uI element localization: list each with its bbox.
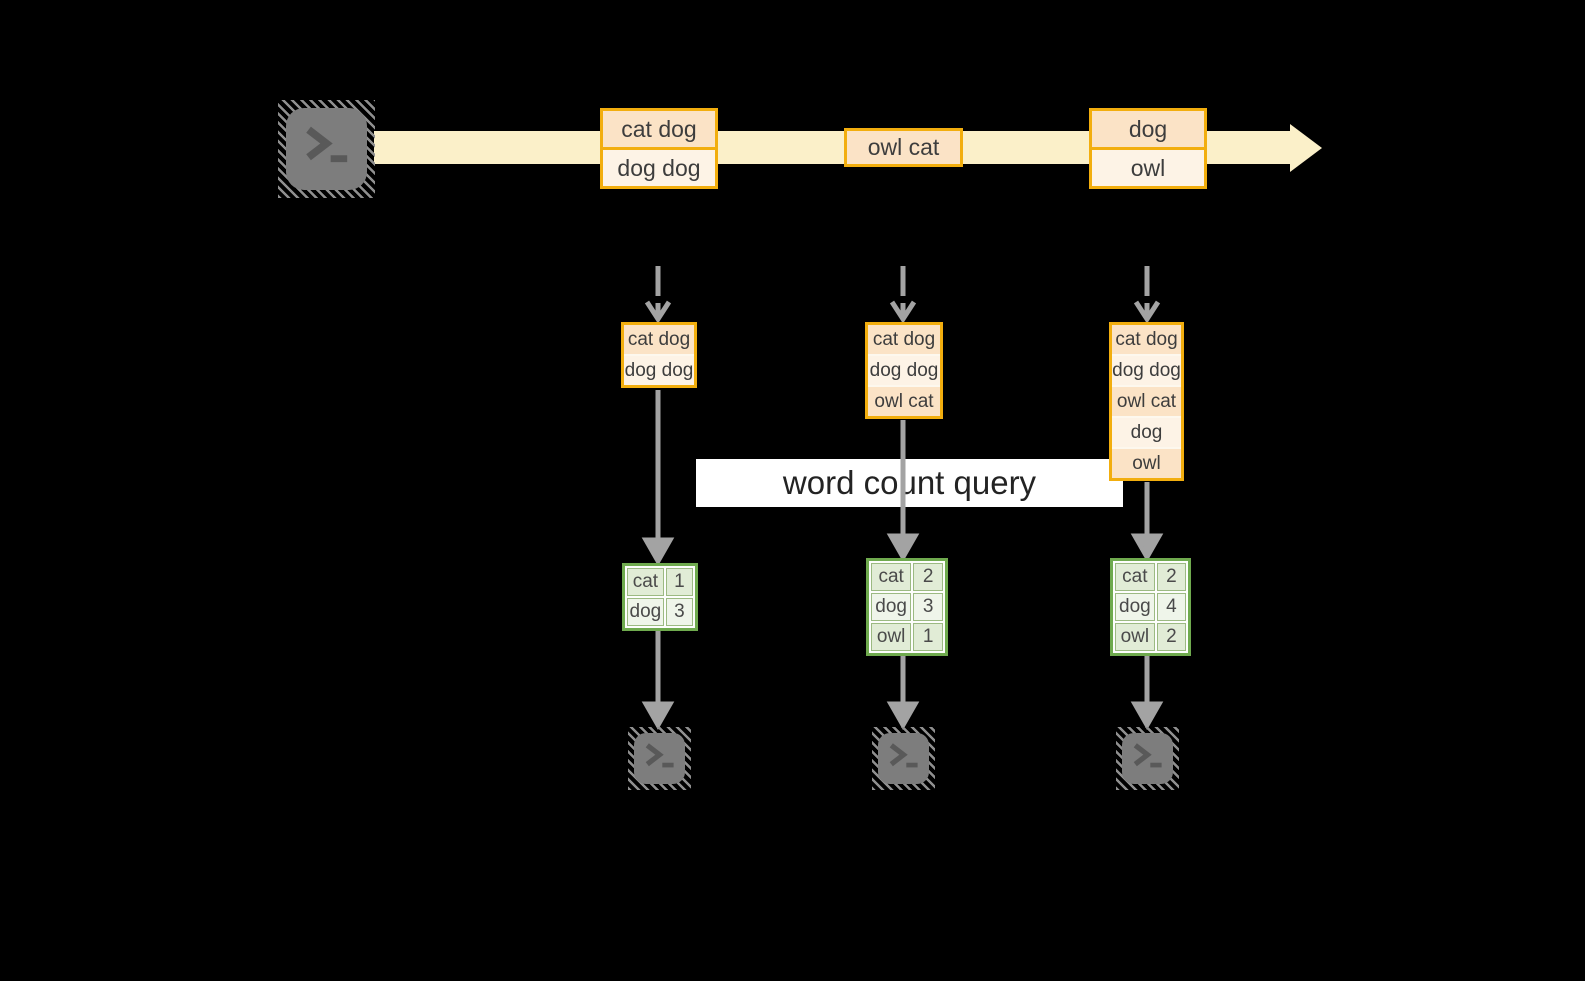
state-line: dog dog xyxy=(868,354,940,385)
batch-line: dog dog xyxy=(603,147,715,186)
count-cell: 3 xyxy=(665,598,693,626)
table-row: dog 3 xyxy=(627,598,693,626)
trigger-arrow-3 xyxy=(1133,266,1161,324)
batch-line: owl cat xyxy=(847,131,960,164)
table-row: cat 2 xyxy=(871,563,943,591)
batch-line: owl xyxy=(1092,147,1204,186)
word-cell: dog xyxy=(627,598,664,626)
word-cell: cat xyxy=(627,568,664,596)
sink-terminal-icon-1 xyxy=(628,727,691,790)
terminal-body xyxy=(1122,733,1173,784)
word-cell: dog xyxy=(871,593,912,621)
word-cell: owl xyxy=(1115,623,1155,651)
result-to-sink-arrow-1 xyxy=(641,630,675,731)
state-box-3: cat dog dog dog owl cat dog owl xyxy=(1109,322,1184,481)
count-cell: 1 xyxy=(665,568,693,596)
terminal-prompt-icon xyxy=(306,126,348,163)
trigger-arrow-2 xyxy=(889,266,917,324)
word-cell: dog xyxy=(1115,593,1155,621)
result-table-3: cat 2 dog 4 owl 2 xyxy=(1110,558,1191,656)
word-cell: cat xyxy=(1115,563,1155,591)
state-line: dog xyxy=(1112,416,1181,447)
state-line: cat dog xyxy=(1112,325,1181,354)
state-to-result-arrow-1 xyxy=(641,390,675,567)
batch-line: cat dog xyxy=(603,111,715,147)
terminal-body xyxy=(634,733,685,784)
state-line: owl cat xyxy=(1112,385,1181,416)
sink-terminal-icon-2 xyxy=(872,727,935,790)
table-row: dog 3 xyxy=(871,593,943,621)
state-line: dog dog xyxy=(1112,354,1181,385)
terminal-body xyxy=(878,733,929,784)
result-to-sink-arrow-3 xyxy=(1130,655,1164,731)
terminal-prompt-icon xyxy=(1133,743,1162,768)
query-band: word count query xyxy=(696,459,1123,507)
result-to-sink-arrow-2 xyxy=(886,655,920,731)
terminal-prompt-icon xyxy=(645,743,674,768)
stream-batch-1: cat dog dog dog xyxy=(600,108,718,189)
count-cell: 1 xyxy=(913,623,943,651)
state-box-1: cat dog dog dog xyxy=(621,322,697,388)
terminal-prompt-icon xyxy=(889,743,918,768)
result-table-2: cat 2 dog 3 owl 1 xyxy=(866,558,948,656)
word-cell: owl xyxy=(871,623,912,651)
sink-terminal-icon-3 xyxy=(1116,727,1179,790)
query-label: word count query xyxy=(782,464,1037,501)
state-line: owl xyxy=(1112,447,1181,478)
word-cell: cat xyxy=(871,563,912,591)
table-row: dog 4 xyxy=(1115,593,1186,621)
count-cell: 3 xyxy=(913,593,943,621)
state-line: cat dog xyxy=(868,325,940,354)
stream-batch-2: owl cat xyxy=(844,128,963,167)
source-terminal-icon xyxy=(278,100,375,198)
batch-line: dog xyxy=(1092,111,1204,147)
state-line: dog dog xyxy=(624,354,694,385)
result-table-1: cat 1 dog 3 xyxy=(622,563,698,631)
state-line: cat dog xyxy=(624,325,694,354)
table-row: owl 2 xyxy=(1115,623,1186,651)
terminal-body xyxy=(286,108,367,190)
count-cell: 2 xyxy=(913,563,943,591)
state-line: owl cat xyxy=(868,385,940,416)
state-box-2: cat dog dog dog owl cat xyxy=(865,322,943,419)
count-cell: 4 xyxy=(1156,593,1186,621)
state-to-result-arrow-2 xyxy=(886,420,920,563)
stream-batch-3: dog owl xyxy=(1089,108,1207,189)
stream-arrowhead-icon xyxy=(1290,124,1322,172)
count-cell: 2 xyxy=(1156,623,1186,651)
table-row: cat 1 xyxy=(627,568,693,596)
table-row: owl 1 xyxy=(871,623,943,651)
count-cell: 2 xyxy=(1156,563,1186,591)
trigger-arrow-1 xyxy=(644,266,672,324)
table-row: cat 2 xyxy=(1115,563,1186,591)
state-to-result-arrow-3 xyxy=(1130,482,1164,563)
